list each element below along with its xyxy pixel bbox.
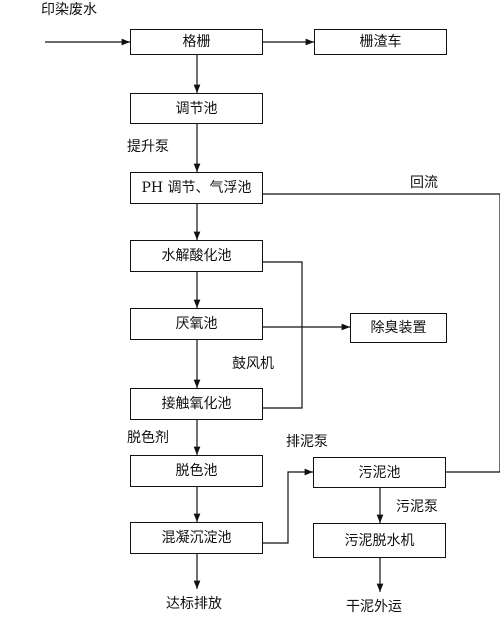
hydrolysis-acidification-tank-box: 水解酸化池	[130, 240, 263, 272]
deodorization-device-box: 除臭装置	[350, 313, 447, 343]
equalization-tank-box: 调节池	[130, 93, 263, 124]
coagulation-sedimentation-tank-box: 混凝沉淀池	[130, 522, 263, 554]
blower-label: 鼓风机	[232, 356, 274, 372]
screenings-truck-box: 栅渣车	[314, 29, 447, 55]
sludge-discharge-pump-label: 排泥泵	[286, 434, 328, 450]
contact-oxidation-tank-box: 接触氧化池	[130, 388, 263, 420]
hydrolysis-contact-loop	[263, 261, 303, 409]
decolorization-tank-box: 脱色池	[130, 455, 263, 487]
dry-sludge-label: 干泥外运	[346, 599, 402, 615]
sludge-dewatering-machine-box: 污泥脱水机	[313, 523, 446, 558]
reflux-label: 回流	[410, 175, 438, 191]
decolorant-label: 脱色剂	[127, 430, 169, 446]
anaerobic-tank-box: 厌氧池	[130, 308, 263, 340]
coag-to-sludge-arrow	[263, 468, 313, 544]
effluent-label: 达标排放	[166, 596, 222, 612]
reflux-line	[263, 193, 500, 473]
ph-flotation-tank-box: PH 调节、气浮池	[130, 172, 263, 204]
lift-pump-label: 提升泵	[127, 139, 169, 155]
grille-box: 格栅	[130, 29, 263, 55]
influent-label: 印染废水	[41, 2, 97, 18]
sludge-tank-box: 污泥池	[313, 457, 446, 488]
sludge-pump-label: 污泥泵	[396, 499, 438, 515]
